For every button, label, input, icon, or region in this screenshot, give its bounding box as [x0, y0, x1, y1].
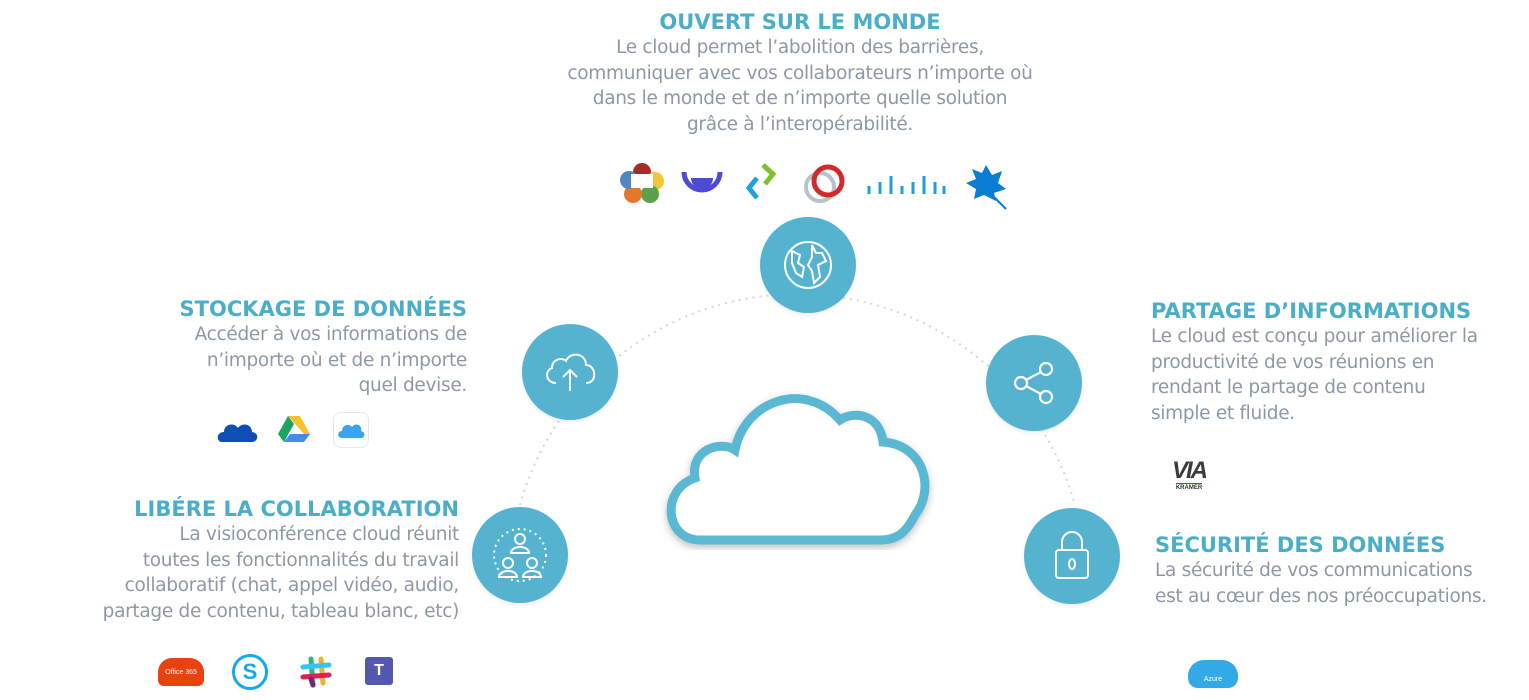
webrtc-logo-icon: [620, 163, 664, 203]
cloud-upload-icon: [546, 353, 596, 391]
icloud-logo: [333, 412, 369, 448]
cisco-logo-icon: [867, 176, 946, 194]
teams-logo: T: [365, 657, 393, 685]
webex-logo-icon: [804, 164, 845, 203]
collaboration-circle: [472, 507, 568, 603]
kramer-logo-text: KRAMER: [1175, 482, 1203, 491]
office365-logo: Office 365: [158, 658, 204, 686]
office365-label: Office 365: [165, 668, 197, 676]
share-icon: [1013, 361, 1054, 405]
section-title: STOCKAGE DE DONNÉES: [179, 297, 467, 321]
lock-icon: [1055, 531, 1089, 579]
section-text: Le cloud permet l’abolition des barrière…: [567, 37, 1033, 135]
skype-logo: S: [232, 654, 268, 690]
central-cloud-icon: [666, 394, 930, 545]
icloud-icon: [338, 424, 365, 438]
jitsi-logo-icon: [681, 171, 723, 193]
section-text: Accéder à vos informations de n’importe …: [194, 324, 468, 396]
azure-logo: Azure: [1188, 660, 1238, 688]
section-title: OUVERT SUR LE MONDE: [659, 10, 941, 34]
section-text: La visioconférence cloud réunit toutes l…: [102, 524, 460, 622]
security-circle: [1024, 508, 1120, 604]
section-title: PARTAGE D’INFORMATIONS: [1151, 299, 1472, 323]
globe-circle: [760, 217, 856, 313]
teams-label: T: [374, 662, 384, 679]
section-partage: PARTAGE D’INFORMATIONS Le cloud est conç…: [1151, 298, 1521, 426]
azure-label: Azure: [1203, 675, 1223, 683]
section-text: Le cloud est conçu pour améliorer la pro…: [1151, 326, 1478, 424]
google-drive-logo-icon: [278, 416, 310, 442]
onedrive-logo-icon: [217, 424, 258, 442]
slack-logo-icon: [300, 656, 332, 688]
globe-icon: [784, 241, 832, 289]
share-circle: [986, 335, 1082, 431]
section-collaboration: LIBÉRE LA COLLABORATION La visioconféren…: [59, 496, 460, 624]
upload-circle: [522, 324, 618, 420]
section-securite: SÉCURITÉ DES DONNÉES La sécurité de vos …: [1155, 532, 1525, 609]
people-icon: [493, 528, 547, 582]
section-title: SÉCURITÉ DES DONNÉES: [1155, 533, 1446, 557]
skype-label: S: [242, 659, 258, 684]
zoho-logo-icon: [745, 163, 777, 200]
section-text: La sécurité de vos communications est au…: [1155, 560, 1487, 607]
maple-leaf-logo-icon: [966, 165, 1007, 210]
via-kramer-logo: VIA KRAMER: [1166, 458, 1212, 492]
via-logo-text: VIA: [1171, 456, 1208, 484]
section-stockage: STOCKAGE DE DONNÉES Accéder à vos inform…: [67, 296, 468, 399]
section-title: LIBÉRE LA COLLABORATION: [134, 497, 459, 521]
section-ouvert: OUVERT SUR LE MONDE Le cloud permet l’ab…: [500, 9, 1100, 137]
